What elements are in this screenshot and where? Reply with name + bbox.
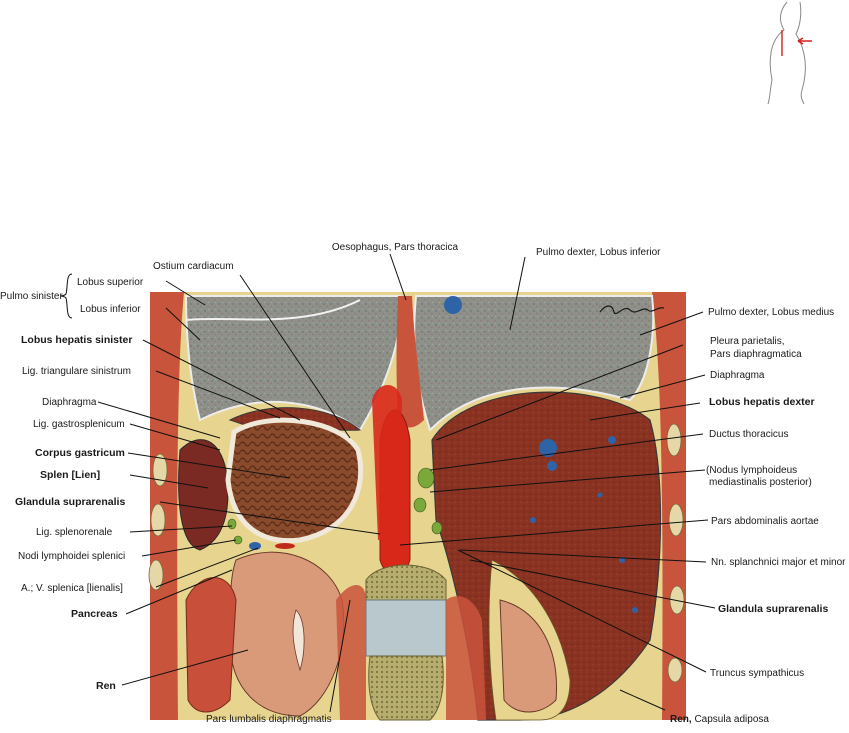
label-a-v-splenica: A.; V. splenica [lienalis] — [21, 583, 123, 594]
leader-lines — [59, 253, 716, 713]
label-pars-lumbalis: Pars lumbalis diaphragmatis — [206, 714, 332, 725]
label-lig-gastrosplenicum: Lig. gastrosplenicum — [33, 419, 125, 430]
label-oesophagus: Oesophagus, Pars thoracica — [332, 242, 459, 253]
label-lig-triangulare: Lig. triangulare sinistrum — [22, 366, 131, 377]
label-lig-splenorenale: Lig. splenorenale — [36, 527, 113, 538]
label-nodi-lymphoidei-splenici: Nodi lymphoidei splenici — [18, 551, 125, 562]
vertebra — [365, 564, 447, 721]
section-body — [148, 292, 686, 721]
label-diaphragma-left: Diaphragma — [42, 397, 97, 408]
label-glandula-suprarenalis-right: Glandula suprarenalis — [718, 603, 828, 615]
label-lobus-inferior: Lobus inferior — [80, 304, 141, 315]
label-pancreas: Pancreas — [71, 608, 118, 620]
label-nodus-2: mediastinalis posterior) — [709, 477, 812, 488]
label-pleura-2: Pars diaphragmatica — [710, 349, 802, 360]
label-pulmo-dexter-inferior: Pulmo dexter, Lobus inferior — [536, 247, 661, 258]
label-pleura-1: Pleura parietalis, — [710, 336, 784, 347]
body-orientation-icon — [767, 1, 812, 105]
label-pars-abdominalis-aortae: Pars abdominalis aortae — [711, 516, 819, 527]
label-splen: Splen [Lien] — [40, 469, 100, 481]
label-nodus-1: (Nodus lymphoideus — [706, 465, 797, 476]
artist-signature — [599, 305, 665, 314]
label-nn-splanchnici: Nn. splanchnici major et minor — [711, 557, 846, 568]
label-truncus-sympathicus: Truncus sympathicus — [710, 668, 804, 679]
label-ostium-cardiacum: Ostium cardiacum — [153, 261, 234, 272]
label-lobus-hepatis-sinister: Lobus hepatis sinister — [21, 334, 132, 346]
label-capsula-adiposa: Capsula adiposa — [692, 714, 770, 725]
label-ren-capsula-adiposa: Ren, Capsula adiposa — [670, 714, 769, 725]
label-pulmo-sinister: Pulmo sinister — [0, 291, 63, 302]
label-diaphragma-right: Diaphragma — [710, 370, 765, 381]
label-ren-left: Ren — [96, 680, 116, 692]
label-lobus-hepatis-dexter: Lobus hepatis dexter — [709, 396, 815, 408]
label-glandula-suprarenalis-left: Glandula suprarenalis — [15, 496, 125, 508]
label-corpus-gastricum: Corpus gastricum — [35, 447, 125, 459]
label-ductus-thoracicus: Ductus thoracicus — [709, 429, 788, 440]
label-pulmo-dexter-medius: Pulmo dexter, Lobus medius — [708, 307, 834, 318]
labels: Oesophagus, Pars thoracica Pulmo dexter,… — [0, 242, 846, 725]
label-lobus-superior: Lobus superior — [77, 277, 144, 288]
label-ren-right: Ren, — [670, 714, 692, 725]
